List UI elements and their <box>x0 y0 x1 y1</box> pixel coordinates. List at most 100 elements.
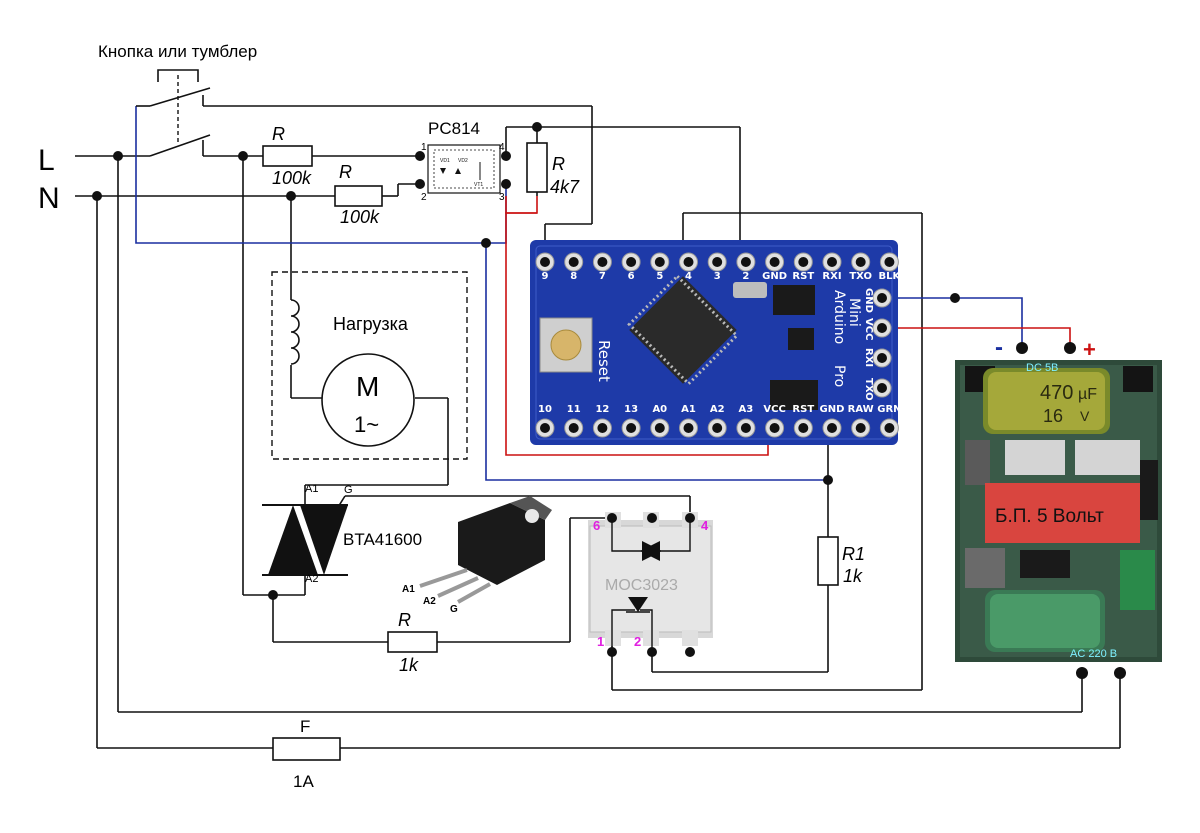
arduino-top-pin-label: 4 <box>685 271 692 282</box>
psu-label: Б.П. 5 Вольт <box>995 506 1104 527</box>
arduino-top-pin-label: 9 <box>542 271 549 282</box>
svg-text:3: 3 <box>499 192 505 203</box>
arduino-side-pin-label: TXO <box>863 378 874 401</box>
arduino-pro-mini: Reset Arduino Mini Pro <box>530 240 898 445</box>
arduino-bottom-pin-label: A3 <box>739 404 754 415</box>
arduino-top-pin-label: TXO <box>849 271 872 282</box>
arduino-bottom-pin-label: GRN <box>877 404 901 415</box>
arduino-bottom-pin-label: GND <box>820 404 845 415</box>
line-label: L <box>38 144 55 177</box>
svg-text:Reset: Reset <box>595 340 613 382</box>
switch: Кнопка или тумблер <box>98 42 257 157</box>
motor-letter: M <box>356 371 379 402</box>
arduino-top-pin-label: 7 <box>599 271 606 282</box>
arduino-top-pin-label: 3 <box>714 271 721 282</box>
arduino-top-pin-label: 8 <box>570 271 577 282</box>
svg-text:470: 470 <box>1040 382 1073 404</box>
arduino-bottom-pin-label: 12 <box>595 404 609 415</box>
optocoupler-pc814: PC814 VD1 VD2 VT1 1 2 3 4 <box>421 119 505 203</box>
svg-text:Arduino: Arduino <box>831 290 847 344</box>
svg-text:VD1: VD1 <box>440 158 450 164</box>
arduino-bottom-pin-label: 11 <box>567 404 581 415</box>
arduino-bottom-pin-label: RAW <box>848 404 874 415</box>
arduino-bottom-pin-label: RST <box>792 404 814 415</box>
svg-text:1k: 1k <box>843 566 863 586</box>
svg-text:16: 16 <box>1043 406 1063 426</box>
resistor-r-100k-n: R 100k <box>334 162 383 227</box>
load-label: Нагрузка <box>333 314 409 334</box>
arduino-top-pin-label: 6 <box>628 271 635 282</box>
svg-text:R1: R1 <box>842 544 865 564</box>
svg-text:A1: A1 <box>305 483 318 495</box>
arduino-side-pins: GND VCC RXI TXO <box>863 288 892 401</box>
svg-text:100k: 100k <box>272 168 312 188</box>
switch-label: Кнопка или тумблер <box>98 42 257 61</box>
triac-label: BTA41600 <box>343 530 422 549</box>
arduino-top-pin-label: 2 <box>742 271 749 282</box>
svg-text:R: R <box>339 162 352 182</box>
svg-text:Pro: Pro <box>831 365 847 387</box>
svg-text:4: 4 <box>499 142 505 153</box>
pc814-label: PC814 <box>428 119 480 138</box>
svg-text:1k: 1k <box>399 655 419 675</box>
svg-text:µF: µF <box>1078 386 1097 403</box>
arduino-side-pin-label: GND <box>863 288 874 313</box>
fuse: F 1A <box>272 717 341 791</box>
resistor-r-1k: R 1k <box>387 610 438 675</box>
svg-text:1: 1 <box>421 142 427 153</box>
svg-text:6: 6 <box>593 518 600 533</box>
motor-sub: 1~ <box>354 412 379 437</box>
svg-text:R: R <box>272 124 285 144</box>
arduino-top-pin-label: 5 <box>656 271 663 282</box>
junction-dots <box>92 122 960 657</box>
psu-plus: + <box>1083 337 1096 362</box>
svg-text:A2: A2 <box>423 596 436 607</box>
arduino-top-pin-label: GND <box>762 271 787 282</box>
arduino-top-pins: 9 8 7 6 5 4 3 2 GND RST RXI TXO BLK <box>535 252 902 282</box>
svg-text:R: R <box>398 610 411 630</box>
black-wires <box>75 105 1121 749</box>
arduino-top-pin-label: RST <box>792 271 814 282</box>
arduino-side-pin-label: VCC <box>863 318 874 340</box>
svg-text:VD2: VD2 <box>458 158 468 164</box>
svg-text:VT1: VT1 <box>474 182 483 188</box>
arduino-side-pin-label: RXI <box>863 348 874 367</box>
inductor-coil <box>290 299 300 365</box>
svg-text:2: 2 <box>634 634 641 649</box>
arduino-bottom-pin-label: A2 <box>710 404 725 415</box>
svg-text:G: G <box>344 484 353 496</box>
load-block: Нагрузка M 1~ <box>271 271 468 460</box>
svg-text:DC 5В: DC 5В <box>1026 362 1058 374</box>
arduino-top-pin-label: RXI <box>822 271 841 282</box>
svg-text:AC 220 В: AC 220 В <box>1070 648 1117 660</box>
resistor-r-100k-l: R 100k <box>262 124 313 188</box>
svg-text:1A: 1A <box>293 772 314 791</box>
triac-bta41600: A1 G A2 BTA41600 <box>262 483 422 585</box>
arduino-bottom-pin-label: A1 <box>681 404 696 415</box>
resistor-r1-1k: R1 1k <box>817 536 865 586</box>
arduino-bottom-pin-label: 10 <box>538 404 552 415</box>
triac-package-image: A1 A2 G <box>402 496 552 615</box>
arduino-top-pin-label: BLK <box>879 271 902 282</box>
svg-text:1: 1 <box>597 634 604 649</box>
svg-text:100k: 100k <box>340 207 380 227</box>
arduino-bottom-pin-label: 13 <box>624 404 638 415</box>
arduino-bottom-pin-label: VCC <box>763 404 785 415</box>
resistor-r-4k7: R 4k7 <box>526 142 580 197</box>
psu-module: 470 µF 16 V Б.П. 5 Вольт DC 5В AC 220 В … <box>955 334 1162 679</box>
svg-text:F: F <box>300 717 310 736</box>
svg-text:MOC3023: MOC3023 <box>605 577 678 594</box>
optotriac-moc3023: MOC3023 6 4 1 2 <box>588 512 713 652</box>
arduino-bottom-pin-label: A0 <box>652 404 667 415</box>
svg-text:G: G <box>450 604 458 615</box>
svg-text:A2: A2 <box>305 573 318 585</box>
psu-minus: - <box>995 334 1003 361</box>
svg-text:Mini: Mini <box>846 298 862 327</box>
svg-text:R: R <box>552 154 565 174</box>
svg-text:A1: A1 <box>402 584 415 595</box>
svg-text:4k7: 4k7 <box>550 177 580 197</box>
red-wires <box>505 196 1071 456</box>
svg-text:2: 2 <box>421 192 427 203</box>
